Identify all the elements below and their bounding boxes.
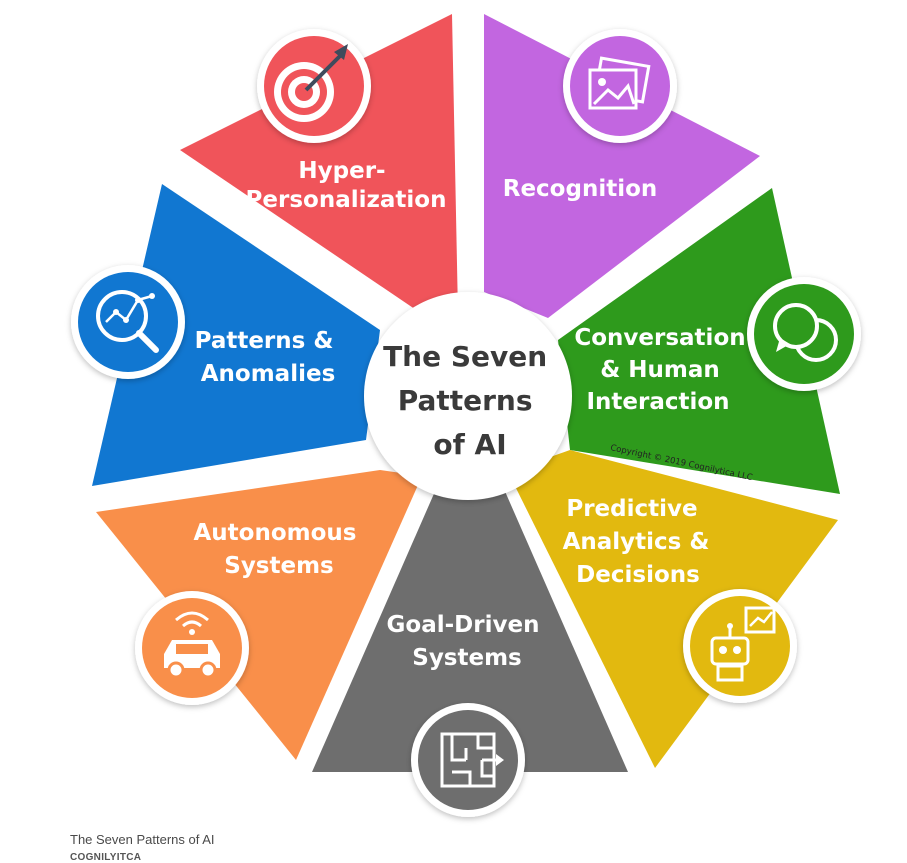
segment-autonomous-shape [96,470,422,760]
segment-goal-shape [312,480,628,772]
segment-patterns-shape [92,184,380,486]
figure-credit: COGNILYITCA [70,852,142,863]
segment-recognition: Recognition [484,14,760,318]
segment-patterns-label: Patterns & Anomalies [195,328,342,387]
segment-conversation-label: Conversation & Human Interaction [574,325,753,415]
segment-patterns-anomalies: Patterns & Anomalies [92,184,380,486]
segment-autonomous-label: Autonomous Systems [194,520,365,579]
segment-autonomous: Autonomous Systems [96,470,422,760]
center-circle: The Seven Patterns of AI [364,292,572,500]
magnifier-chart-icon [71,265,185,379]
segment-recognition-label: Recognition [503,176,658,202]
center-title: The Seven Patterns of AI [383,340,557,461]
segment-predictive: Predictive Analytics & Decisions [508,450,838,768]
segment-conversation-shape [558,188,840,494]
figure-caption: The Seven Patterns of AI [70,832,215,847]
chat-bubbles-icon [747,277,861,391]
segment-recognition-shape [484,14,760,318]
segment-predictive-label: Predictive Analytics & Decisions [563,496,718,588]
image-icon [563,29,677,143]
robot-chart-icon [683,589,797,703]
segment-hyper-personalization: Hyper- Personalization [180,14,458,318]
segment-hyper-label: Hyper- Personalization [246,158,447,213]
segment-predictive-shape [508,450,838,768]
maze-icon [411,703,525,817]
autonomous-car-icon [135,591,249,705]
segment-goal-label: Goal-Driven Systems [387,612,548,671]
segment-hyper-shape [180,14,458,318]
segment-goal-driven: Goal-Driven Systems [312,480,628,772]
target-icon [257,29,371,143]
